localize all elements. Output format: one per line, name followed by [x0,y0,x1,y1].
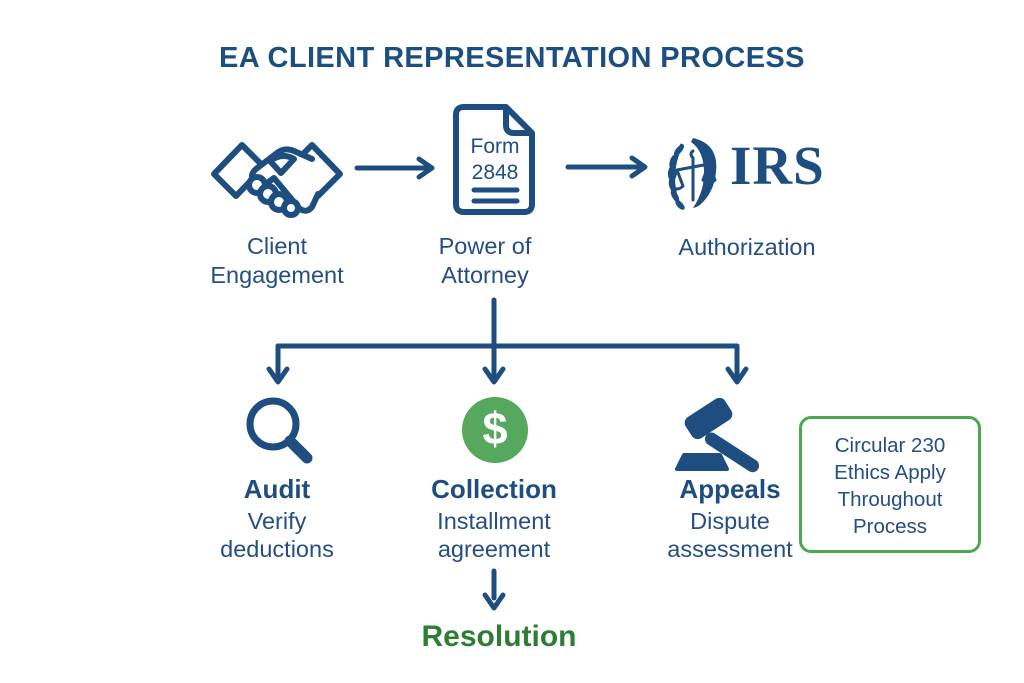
doc-text-line1: Form [471,135,520,158]
audit-description: Verify deductions [177,507,377,563]
appeals-title: Appeals [679,474,781,504]
appeals-description-line1: Dispute [690,508,770,534]
collection-description-line1: Installment [437,508,551,534]
audit-description-line1: Verify [247,508,307,534]
collection-description: Installment agreement [394,507,594,563]
power-of-attorney-label: Power of Attorney [385,232,585,290]
client-engagement-label-line1: Client [246,233,308,259]
magnifier-icon [246,397,313,464]
doc-text-line2: 2848 [472,161,519,184]
page-title: EA CLIENT REPRESENTATION PROCESS [219,42,805,74]
appeals-description-line2: assessment [667,536,793,562]
irs-wordmark: IRS [730,135,825,196]
resolution-label: Resolution [421,620,577,653]
handshake-icon [211,142,343,218]
power-of-attorney-label-line1: Power of [438,233,532,259]
authorization-label: Authorization [678,234,816,260]
irs-eagle-emblem-icon [667,138,717,210]
form-2848-document-icon: Form 2848 [453,104,535,215]
ethics-note-line3: Throughout [837,488,943,511]
gavel-icon [675,397,760,473]
power-of-attorney-label-line2: Attorney [441,262,529,288]
audit-title: Audit [243,474,311,504]
collection-title: Collection [431,474,557,504]
client-engagement-label: Client Engagement [167,232,387,290]
audit-description-line2: deductions [220,536,334,562]
ethics-note-line1: Circular 230 [834,434,946,457]
dollar-icon: $ [462,397,528,463]
ethics-note-line4: Process [852,515,928,538]
ethics-note-box: Circular 230 Ethics Apply Throughout Pro… [799,416,981,553]
client-engagement-label-line2: Engagement [210,262,344,288]
ethics-note-line2: Ethics Apply [834,461,946,484]
collection-description-line2: agreement [437,536,551,562]
appeals-description: Dispute assessment [630,507,830,563]
